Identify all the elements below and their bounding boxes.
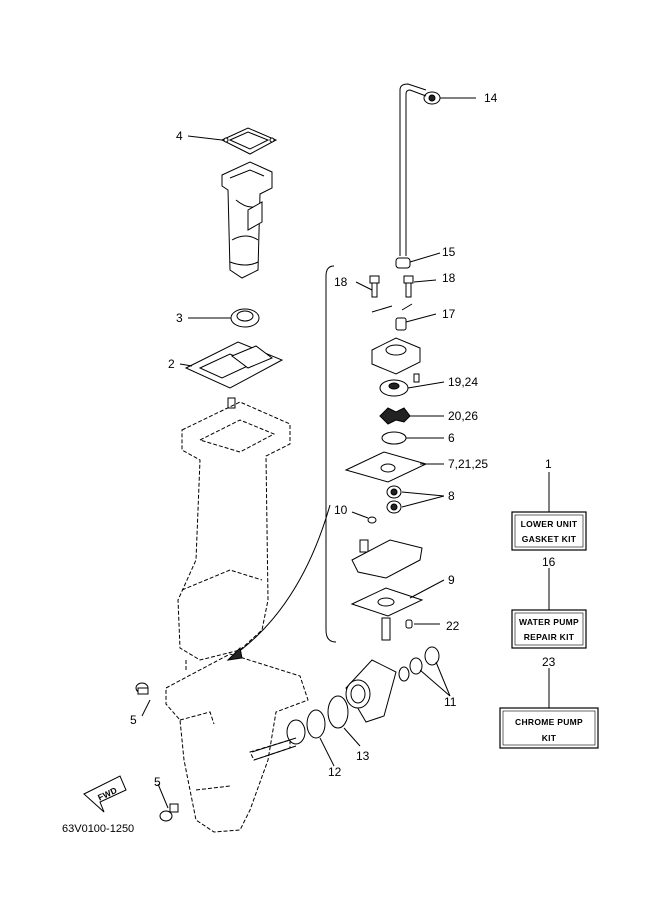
drive-shaft	[381, 617, 391, 641]
kit-lower-unit-line1: LOWER UNIT	[521, 519, 578, 529]
callout-10: 10	[334, 503, 348, 517]
part-11-oil-seal-housing	[345, 659, 397, 723]
part-2-gasket	[184, 341, 284, 389]
pump-pin	[413, 373, 420, 383]
kit-chrome-pump-line1: CHROME PUMP	[515, 717, 583, 727]
part-11-washer	[398, 666, 410, 682]
water-tube	[399, 83, 427, 256]
upper-casing	[177, 401, 291, 672]
callout-13: 13	[356, 749, 370, 763]
callout-19-24: 19,24	[448, 375, 478, 389]
callout-20-26: 20,26	[448, 409, 478, 423]
callout-16: 16	[542, 555, 556, 569]
part-9-gasket	[350, 587, 424, 617]
part-11-seal-b	[424, 646, 440, 666]
pump-bracket	[325, 265, 337, 643]
pump-housing	[371, 337, 421, 375]
kit-lower-unit-line2: GASKET KIT	[522, 534, 577, 544]
callout-17: 17	[442, 307, 456, 321]
kit-box-lower-unit: LOWER UNIT GASKET KIT	[511, 511, 587, 551]
callout-12: 12	[328, 765, 342, 779]
kit-water-pump-line2: REPAIR KIT	[524, 632, 575, 642]
part-3-seal	[230, 308, 260, 328]
lower-casing	[165, 653, 309, 833]
callout-9: 9	[448, 573, 455, 587]
callout-2: 2	[168, 357, 175, 371]
callout-23: 23	[542, 655, 556, 669]
part-20-impeller	[379, 407, 411, 425]
kit-box-water-pump: WATER PUMP REPAIR KIT	[511, 609, 587, 649]
callout-5-lower: 5	[154, 775, 161, 789]
pump-lower-housing	[351, 539, 423, 579]
callout-11: 11	[444, 695, 457, 709]
callout-7-21-25: 7,21,25	[448, 457, 488, 471]
water-tube-inner	[405, 89, 427, 256]
pump-clips	[371, 303, 413, 313]
part-5-bolt-lower	[159, 803, 179, 822]
callout-3: 3	[176, 311, 183, 325]
part-19-insert	[379, 379, 409, 397]
assembly-arrowhead	[226, 646, 243, 661]
leader-lines	[141, 97, 550, 809]
part-17	[395, 317, 407, 331]
part-18-bolt-right	[403, 275, 414, 298]
callout-14: 14	[484, 91, 498, 105]
part-12-oring	[306, 709, 326, 739]
part-14-grommet	[423, 91, 441, 105]
assembly-arrow	[229, 504, 331, 659]
prop-shaft	[251, 719, 306, 761]
part-13-oring	[327, 695, 349, 729]
drawing-code: 63V0100-1250	[62, 823, 134, 835]
exhaust-tube	[221, 161, 273, 279]
callout-1: 1	[545, 457, 552, 471]
callout-4: 4	[176, 129, 183, 143]
part-22-pin	[405, 619, 413, 629]
kit-box-chrome-pump: CHROME PUMP KIT	[499, 707, 599, 749]
callout-18-right: 18	[442, 271, 456, 285]
kit-chrome-pump-line2: KIT	[542, 733, 557, 743]
part-6-gasket	[381, 431, 407, 445]
part-15-seal	[395, 257, 411, 269]
part-4-gasket	[220, 127, 278, 155]
callout-22: 22	[446, 619, 460, 633]
callout-18-left: 18	[334, 275, 348, 289]
part-7-plate	[344, 451, 428, 483]
callout-5-upper: 5	[130, 713, 137, 727]
part-5-bolt-upper	[135, 682, 149, 695]
callout-15: 15	[442, 245, 456, 259]
part-8-bearing-lower	[386, 500, 402, 514]
dowel-pin	[227, 397, 236, 409]
part-8-bearing-upper	[386, 485, 402, 499]
fwd-arrow-icon: FWD	[83, 775, 127, 813]
callout-6: 6	[448, 431, 455, 445]
callout-8: 8	[448, 489, 455, 503]
part-10-oring	[367, 516, 377, 524]
part-11-seal-a	[409, 657, 423, 675]
part-18-bolt-left	[369, 275, 380, 298]
kit-water-pump-line1: WATER PUMP	[519, 617, 579, 627]
